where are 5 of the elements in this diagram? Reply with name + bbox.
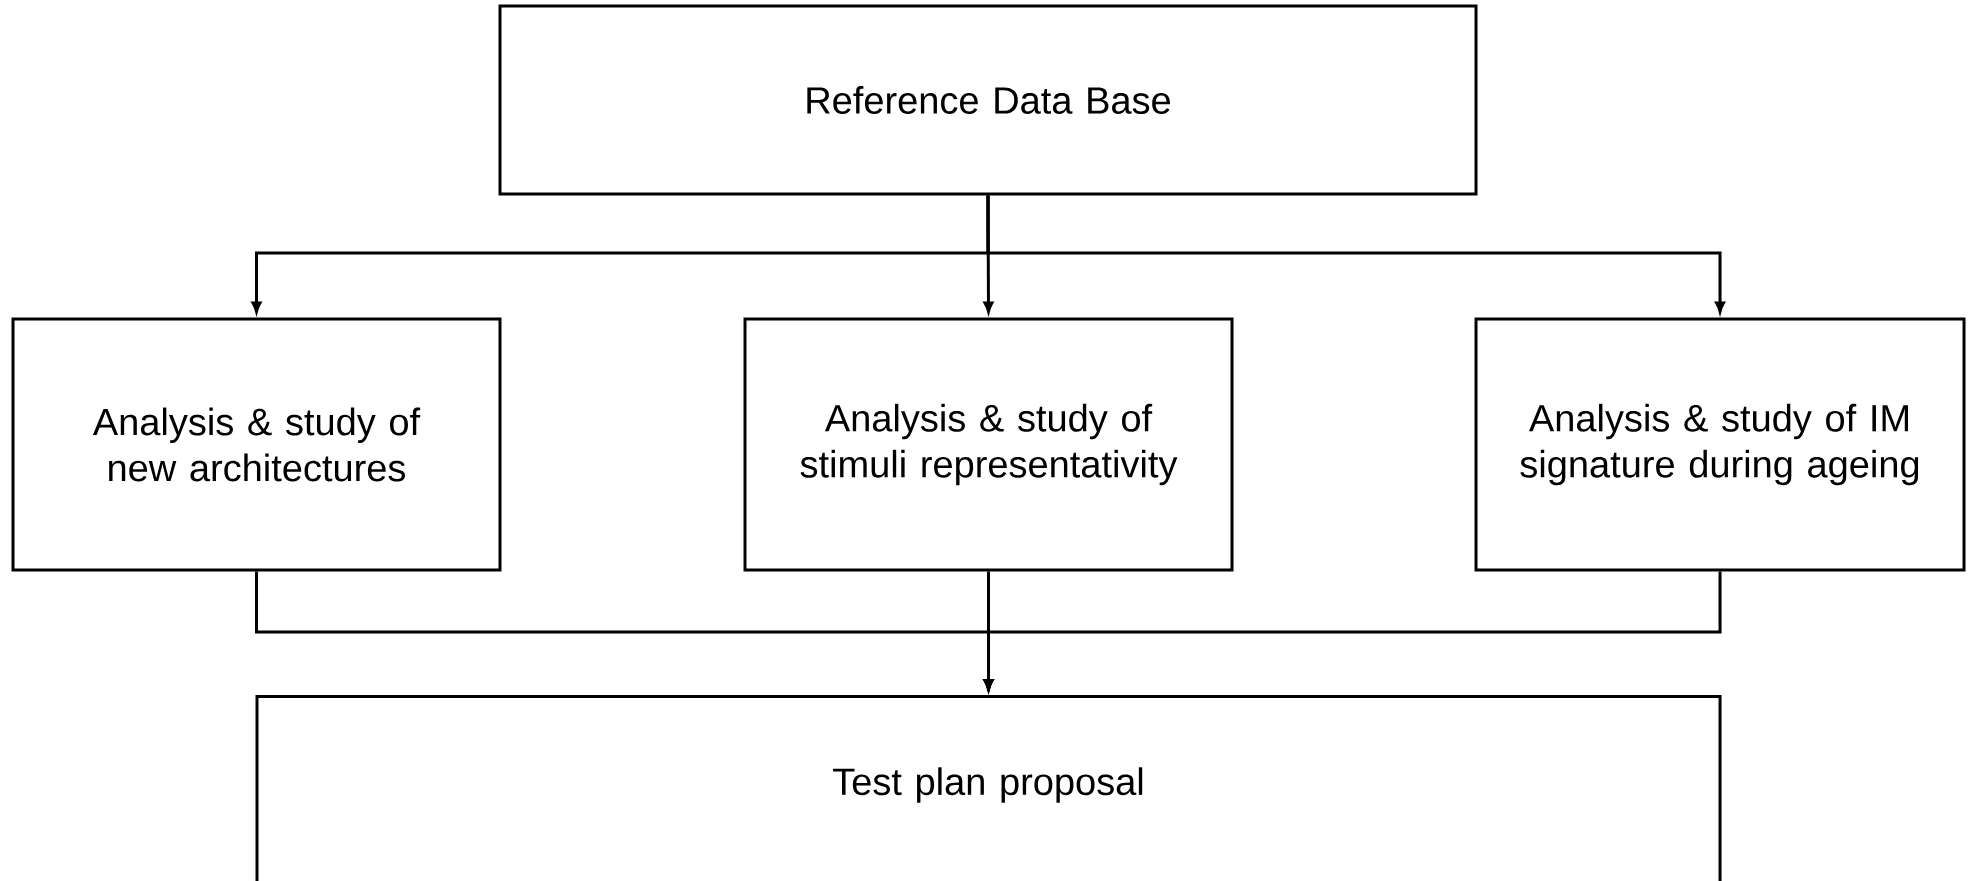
process-box: Test plan proposal: [255, 695, 1722, 881]
process-box: Analysis & study of stimuli representativity: [743, 317, 1234, 572]
process-box: Analysis & study of new architectures: [11, 317, 502, 572]
process-box: Analysis & study of IM signature during ageing: [1474, 317, 1966, 572]
process-box: Reference Data Base: [498, 4, 1478, 196]
